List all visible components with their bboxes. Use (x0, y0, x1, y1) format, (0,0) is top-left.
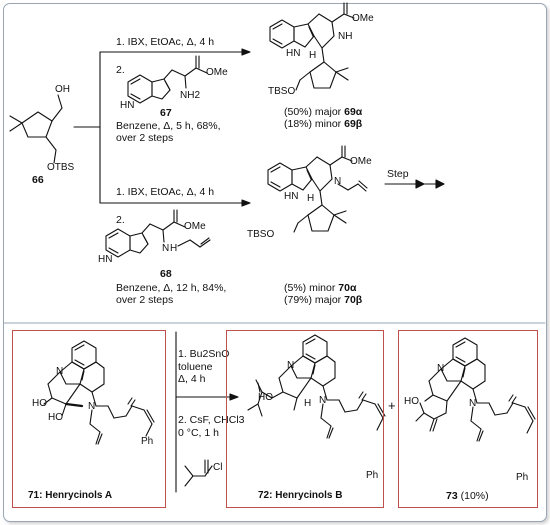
compound70-major-compound: 70β (344, 294, 363, 306)
reaction1-conditions-line2: over 2 steps (116, 132, 174, 144)
reaction2-step1: 1. IBX, EtOAc, Δ, 4 h (116, 186, 215, 198)
reagent68-nh-label: HN (98, 254, 113, 265)
reagent67-ester-label: OMe (206, 67, 228, 78)
reaction1-step2-label: 2. (116, 64, 125, 76)
reaction2-conditions-line1: Benzene, Δ, 12 h, 84%, (116, 282, 227, 294)
compound69-ome-label: OMe (352, 13, 374, 24)
compound70-h-label: H (307, 193, 315, 204)
compound72-ph-label: Ph (366, 470, 379, 481)
reagent68-n-label: N (162, 243, 170, 254)
structure-68 (105, 209, 211, 258)
compound71-n1-label: N (56, 366, 64, 377)
reagent67-number: 67 (160, 107, 172, 119)
reagent68-h-label: H (170, 243, 178, 254)
compound70-major-line: (79%) major 70β (284, 294, 362, 306)
compound66-otbs-label: OTBS (47, 162, 75, 173)
compound70-minor-compound: 70α (338, 282, 357, 294)
compound72-box (226, 330, 384, 508)
compound70-minor-line: (5%) minor 70α (284, 282, 356, 294)
reaction1-conditions-line1: Benzene, Δ, 5 h, 68%, (116, 120, 221, 132)
reagent67-nh2-label: NH2 (180, 90, 201, 101)
compound73-n2-label: N (469, 398, 477, 409)
compound72-caption: 72: Henrycinols B (258, 490, 343, 501)
compound66-number: 66 (32, 174, 44, 186)
compound69-major-line: (50%) major 69α (284, 106, 362, 118)
reaction2-conditions-line2: over 2 steps (116, 294, 174, 306)
compound71-ho2-label: HO (48, 412, 63, 423)
figure-frame (3, 3, 547, 522)
compound70-minor-text: (5%) minor (284, 282, 339, 294)
bottom-conditions-line4: 2. CsF, CHCl3 (178, 414, 245, 426)
structure-67 (127, 55, 208, 104)
compound72-n1-label: N (287, 360, 295, 371)
compound69-major-compound: 69α (344, 106, 363, 118)
compound71-n2-label: N (88, 401, 96, 412)
isobutyryl-chloride (184, 459, 213, 487)
compound73-yield: (10%) (457, 490, 489, 502)
compound69-h-label: H (309, 50, 317, 61)
structure-71 (43, 340, 155, 445)
compound70-n-label: N (334, 176, 342, 187)
compound72-ho-label: HO (258, 392, 273, 403)
structure-73 (415, 337, 536, 442)
branch-lines (73, 51, 243, 204)
compound73-ho-label: HO (404, 396, 419, 407)
step-arrow (384, 179, 445, 189)
acid-chloride-cl-label: Cl (213, 462, 223, 473)
reagent67-nh-label: HN (120, 100, 135, 111)
compound69-tbso-label: TBSO (268, 86, 296, 97)
compound72-n2-label: N (319, 395, 327, 406)
compound71-caption: 71: Henrycinols A (28, 490, 113, 501)
compound73-number: 73 (446, 490, 458, 502)
reaction2-step2-label: 2. (116, 214, 125, 226)
bottom-conditions-line5: 0 °C, 1 h (178, 426, 219, 439)
arrow-head-1 (241, 48, 251, 56)
bottom-conditions-line1: 1. Bu2SnO (178, 348, 230, 360)
structure-69 (269, 2, 355, 91)
compound72-h-label: H (304, 398, 312, 409)
compound69-hn-label: HN (286, 48, 301, 59)
compound70-ome-label: OMe (350, 156, 372, 167)
compound71-box (12, 330, 166, 508)
compound69-nh-label: NH (338, 31, 353, 42)
compound73-n1-label: N (437, 363, 445, 374)
compound71-ho1-label: HO (32, 398, 47, 409)
reagent68-ester-label: OMe (184, 221, 206, 232)
structure-70 (267, 145, 368, 233)
reaction1-step1: 1. IBX, EtOAc, Δ, 4 h (116, 36, 215, 48)
bottom-conditions: 1. Bu2SnO toluene Δ, 4 h (178, 348, 229, 386)
arrow-head-2 (241, 199, 251, 207)
structure-66 (9, 94, 63, 164)
structure-72 (247, 334, 386, 439)
compound69-minor-line: (18%) minor 69β (284, 118, 362, 130)
compound70-hn-label: HN (284, 191, 299, 202)
bottom-arrow-head (229, 393, 239, 401)
plus-sign: + (388, 398, 396, 413)
bottom-conditions-2: 2. CsF, CHCl3 0 °C, 1 h (178, 414, 245, 439)
compound70-major-text: (79%) major (284, 294, 345, 306)
compound70-tbso-label: TBSO (247, 229, 275, 240)
compound69-minor-text: (18%) minor (284, 118, 345, 130)
compound73-box (398, 330, 538, 508)
compound69-minor-compound: 69β (344, 118, 363, 130)
reagent68-number: 68 (160, 268, 172, 280)
compound71-ph-label: Ph (141, 436, 154, 447)
compound73-caption: 73 (10%) (446, 490, 489, 502)
compound66-oh-label: OH (55, 84, 70, 95)
step-label: Step (387, 168, 409, 180)
compound73-ph-label: Ph (516, 472, 529, 483)
compound69-major-text: (50%) major (284, 106, 345, 118)
bottom-conditions-line3: Δ, 4 h (178, 373, 206, 385)
bottom-conditions-line2: toluene (178, 360, 213, 373)
